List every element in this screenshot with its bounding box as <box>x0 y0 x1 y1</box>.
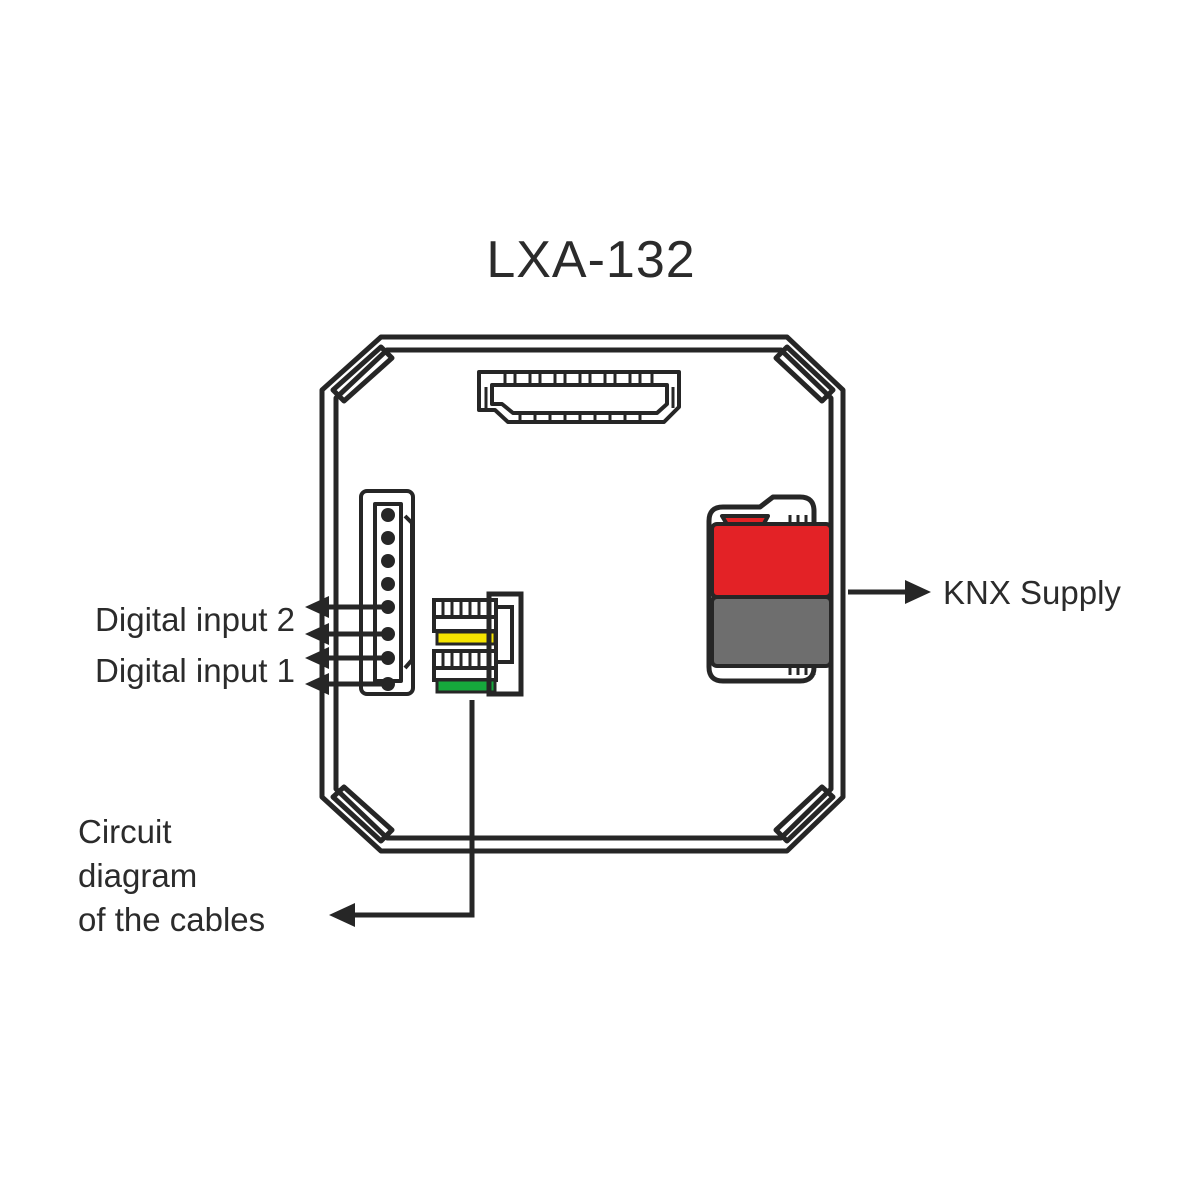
circuit-callout-line-1: Circuit <box>78 813 172 850</box>
top-connector-pins-upper <box>503 374 654 383</box>
green-wire <box>435 678 497 694</box>
terminal-block-rail <box>373 502 403 683</box>
top-connector <box>477 370 681 424</box>
corner-clip-bottom-right <box>773 784 836 844</box>
terminal-pins <box>381 508 395 691</box>
knx-red-block <box>710 522 833 599</box>
input-arrow-head-4 <box>305 673 329 695</box>
corner-clip-top-right <box>773 344 836 404</box>
knx-connector-bracket <box>706 494 817 684</box>
diagram-title: LXA-132 <box>486 231 695 289</box>
yellow-wire <box>435 630 497 646</box>
cable-assembly <box>432 591 524 697</box>
corner-clip-bottom-left <box>330 784 395 844</box>
top-connector-housing <box>477 370 681 424</box>
terminal-pin-4 <box>381 577 395 591</box>
digital-input-1-label: Digital input 1 <box>95 652 295 689</box>
knx-supply-callout: KNX Supply <box>848 574 1121 611</box>
input-arrow-head-1 <box>305 596 329 618</box>
circuit-callout-line-2: diagram <box>78 857 197 894</box>
circuit-callout-arrow-head <box>329 903 355 927</box>
circuit-callout-line-3: of the cables <box>78 901 265 938</box>
digital-input-2-label: Digital input 2 <box>95 601 295 638</box>
cable-ribbon-upper-hatch-marks <box>441 602 490 615</box>
terminal-pin-2 <box>381 531 395 545</box>
knx-connector-pin-ticks <box>788 515 816 675</box>
knx-supply-arrow-head <box>905 580 931 604</box>
terminal-pin-3 <box>381 554 395 568</box>
cable-ribbon-lower-hatch-marks <box>441 653 490 666</box>
device-outer-edge <box>319 334 846 854</box>
top-connector-side-notches <box>484 387 675 408</box>
circuit-diagram-callout: Circuit diagram of the cables <box>78 700 475 938</box>
device-inner-edge <box>333 347 834 841</box>
terminal-block <box>359 489 415 696</box>
device-body <box>319 334 846 854</box>
top-connector-pins-lower <box>518 414 642 421</box>
knx-connector <box>706 494 833 684</box>
cable-connector-shell <box>486 591 524 697</box>
knx-supply-label: KNX Supply <box>943 574 1121 611</box>
input-arrow-head-2 <box>305 623 329 645</box>
circuit-callout-leader <box>352 700 475 918</box>
knx-gray-block <box>710 595 833 668</box>
digital-input-arrows <box>305 596 388 695</box>
corner-clip-top-left <box>330 344 395 404</box>
terminal-block-spring <box>403 514 414 670</box>
device-corner-clips <box>330 344 836 844</box>
cable-connector-keyway <box>494 605 514 664</box>
input-arrow-head-3 <box>305 647 329 669</box>
terminal-pin-1 <box>381 508 395 522</box>
top-connector-cavity <box>490 383 669 415</box>
